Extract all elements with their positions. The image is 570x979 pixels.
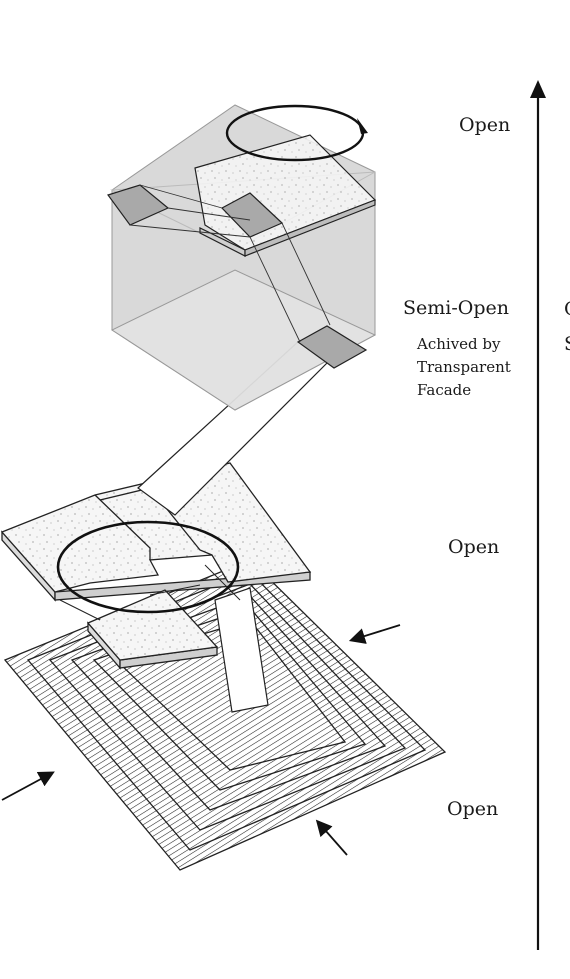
inward-arrow-bottom [315,819,348,856]
ramp-strip [214,587,269,713]
label-edge-letter-1: O [564,298,570,320]
label-note-line-3: Facade [417,381,472,399]
inward-arrow-left [1,771,55,801]
label-open-bottom: Open [447,798,499,820]
connector-lines-middle [59,564,241,621]
label-note-line-2: Transparent [417,358,511,376]
label-open-top: Open [459,114,511,136]
circulation-arrowhead-top [357,118,368,134]
middle-slab [0,462,312,602]
lower-tile [86,589,219,670]
upper-tiles [107,184,368,369]
label-open-middle: Open [448,536,500,558]
connector-lines-upper [129,184,331,343]
label-edge-letter-2: S [564,333,570,355]
inward-arrow-right [348,624,401,644]
label-semi-open: Semi-Open [403,297,509,319]
label-note-line-1: Achived by [417,335,501,353]
circulation-ellipse-middle [56,520,240,614]
axis-arrowhead [530,80,546,98]
